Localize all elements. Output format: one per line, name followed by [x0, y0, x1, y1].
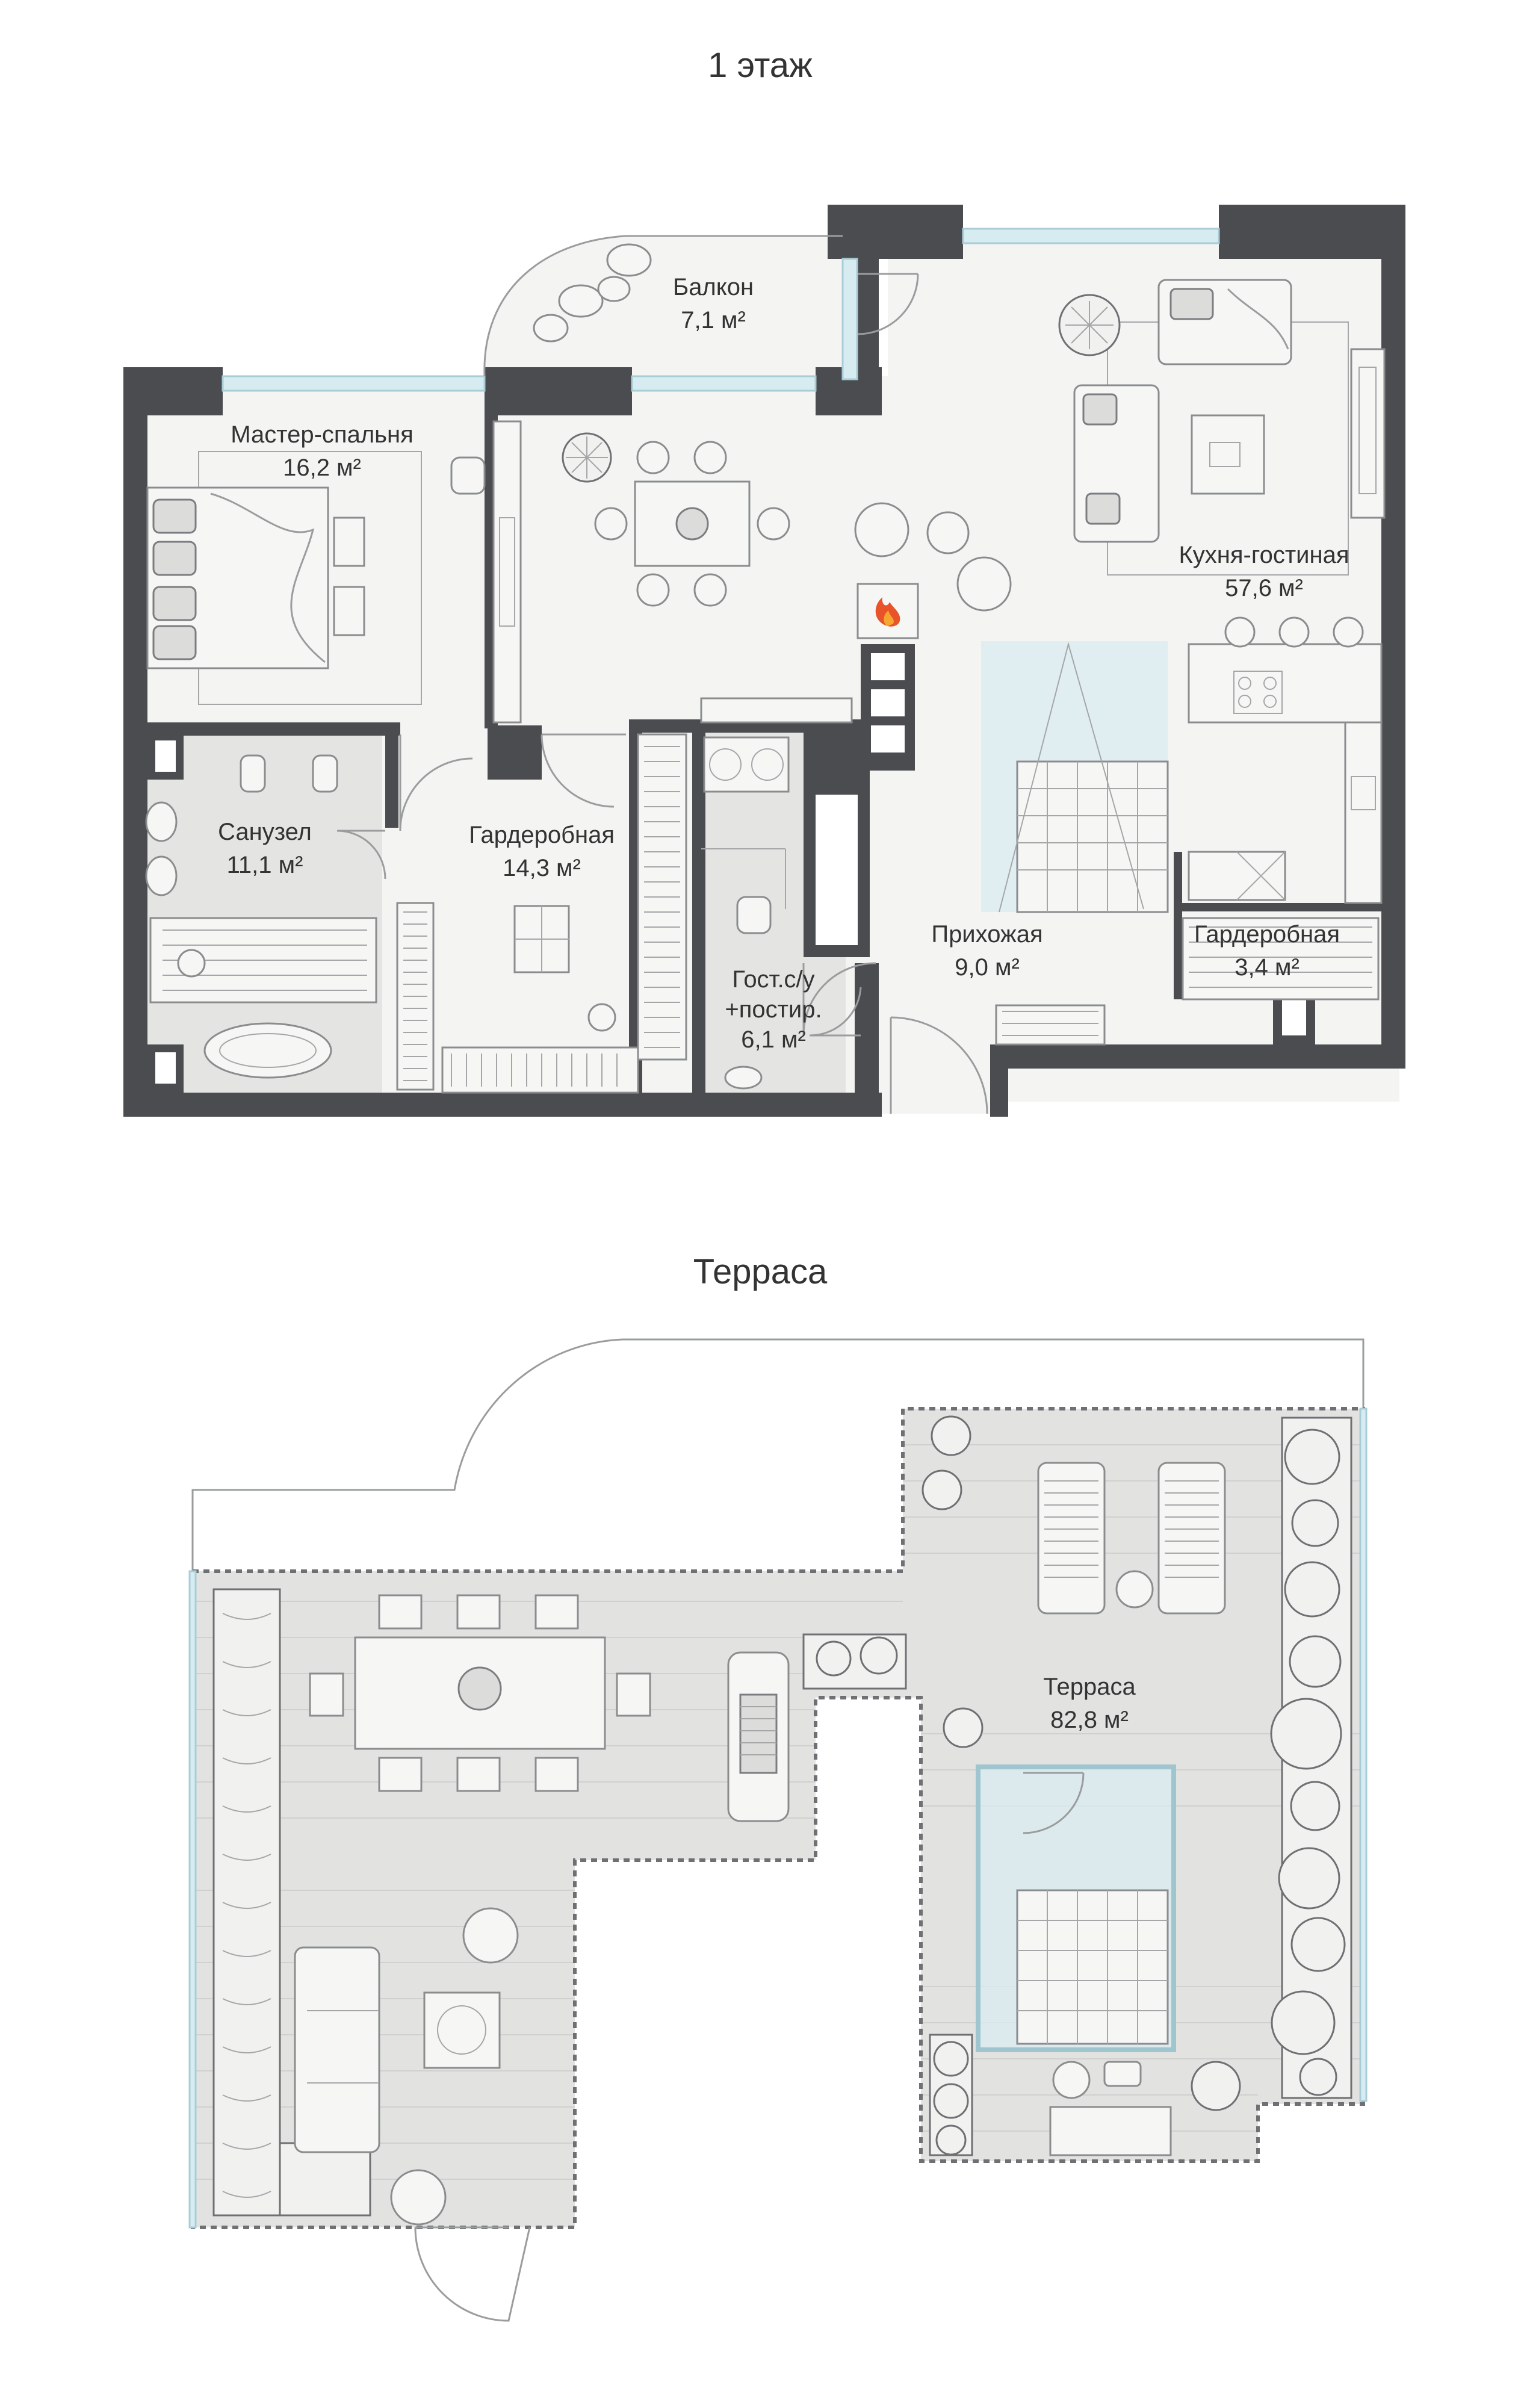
- terrace-side-table: [1049, 2061, 1172, 2156]
- wardrobe-small-area: 3,4 м²: [1234, 954, 1300, 981]
- fireplace-stack-inner-1: [871, 653, 905, 680]
- plant-icon-2: [1058, 294, 1121, 356]
- balcony-area: 7,1 м²: [681, 307, 746, 334]
- terrace-parapet: [191, 1407, 1365, 2229]
- balcony-name: Балкон: [673, 274, 754, 300]
- window-balcony-side: [841, 258, 858, 380]
- wall-bedroom-south: [147, 722, 400, 736]
- wardrobe-rails: [396, 733, 687, 1094]
- hallway-storage: [995, 917, 1380, 1046]
- entry-door-swing: [890, 1016, 988, 1114]
- terrace-lounge: [294, 1907, 519, 2226]
- master-bedroom-area: 16,2 м²: [283, 455, 361, 481]
- fireplace-stack-inner-2: [871, 689, 905, 716]
- bedroom-chair: [450, 456, 486, 495]
- kitchen-living-name: Кухня-гостиная: [1179, 542, 1349, 568]
- sofa-icon: [1073, 279, 1386, 576]
- wall-small-wardrobe-west: [1174, 852, 1182, 999]
- terrace-outline: [191, 1338, 1365, 1571]
- hallway-name: Прихожая: [931, 921, 1042, 948]
- armchairs: [854, 502, 1012, 612]
- planter-east-stair: [929, 2034, 973, 2156]
- kitchen-living-area: 57,6 м²: [1225, 575, 1303, 601]
- wall-small-wardrobe-north: [1174, 903, 1381, 911]
- staircase-icon-2: [976, 1764, 1176, 2052]
- wall-north-kitchen-left: [828, 205, 963, 259]
- bathroom-door-swing: [336, 830, 386, 880]
- wardrobe-door-swing: [399, 733, 626, 831]
- wall-balcony-pier: [855, 205, 879, 415]
- wall-south-east: [990, 1044, 1402, 1069]
- bathroom-fixtures: [145, 754, 377, 1004]
- sun-lounger-icon: [1037, 1462, 1226, 1615]
- master-bedroom-name: Мастер-спальня: [231, 421, 414, 448]
- balcony-door-swing: [857, 273, 919, 335]
- wall-south-east-jog: [990, 1044, 1008, 1117]
- window-bedroom: [221, 375, 486, 392]
- staircase-icon: [981, 641, 1169, 913]
- floor1-title: 1 этаж: [708, 46, 813, 85]
- wall-bathroom-east: [385, 731, 398, 828]
- bathroom-name: Санузел: [218, 819, 312, 845]
- guest-wc-name-2: +постир.: [725, 996, 822, 1023]
- wardrobe-big-name: Гардеробная: [469, 822, 615, 848]
- bedroom-wardrobe: [492, 420, 522, 724]
- wall-south-west: [123, 1093, 882, 1117]
- bed-icon: [146, 451, 422, 705]
- terrace-dining: [309, 1594, 651, 1792]
- wall-west: [123, 370, 147, 1117]
- balcony-stools: [533, 243, 652, 343]
- wardrobe-small-name: Гардеробная: [1194, 921, 1340, 948]
- wardrobe-big-area: 14,3 м²: [503, 855, 581, 881]
- fireplace-icon: [857, 583, 919, 639]
- terrace-door-swing: [414, 2226, 531, 2322]
- fireplace-stack-inner-3: [871, 725, 905, 752]
- wall-guest-wc-east: [692, 722, 705, 1114]
- window-balcony: [631, 375, 817, 392]
- guest-wc-name: Гост.с/у: [732, 966, 814, 993]
- bathtub-icon: [203, 1022, 332, 1079]
- wall-north-bedroom-left: [123, 367, 223, 415]
- terrace-title: Терраса: [693, 1252, 828, 1291]
- wall-east: [1381, 229, 1405, 1069]
- wall-north-bedroom-right: [485, 367, 632, 415]
- hallway-area: 9,0 м²: [955, 954, 1020, 981]
- bathroom-area: 11,1 м²: [227, 852, 303, 878]
- planter-north: [802, 1415, 1241, 2111]
- grill-icon: [727, 1651, 790, 1822]
- planter-east: [1270, 1417, 1352, 2099]
- guest-wc-door-swing: [802, 962, 876, 1036]
- balcony-railing: [483, 235, 843, 377]
- guest-wc-area: 6,1 м²: [741, 1026, 806, 1053]
- wall-north-kitchen-right: [1219, 205, 1405, 259]
- guest-wc-door-2: [809, 987, 862, 1037]
- wall-south-mid: [855, 963, 879, 1117]
- shaft-inner: [816, 795, 858, 945]
- plant-icon: [562, 432, 612, 483]
- terrace-glass-west: [188, 1570, 197, 2229]
- terrace-glass-east: [1359, 1407, 1368, 2102]
- wall-column-1: [488, 725, 542, 780]
- dining-table-icon: [594, 441, 790, 607]
- wall-wardrobe-north: [629, 719, 707, 733]
- terrace-plan: Терраса 82,8 м²: [188, 1338, 1368, 2322]
- balcony-floor: [484, 236, 843, 376]
- terrace-room-name: Терраса: [1043, 1674, 1136, 1700]
- planter-west: [212, 1588, 371, 2217]
- terrace-room-area: 82,8 м²: [1050, 1707, 1129, 1733]
- kitchen-units: [1188, 616, 1383, 904]
- guest-wc-fixtures: [700, 697, 853, 1090]
- floor1-plan: Балкон 7,1 м² Мастер-спальня 16,2 м² Кух…: [123, 205, 1405, 1117]
- window-kitchen: [962, 228, 1220, 244]
